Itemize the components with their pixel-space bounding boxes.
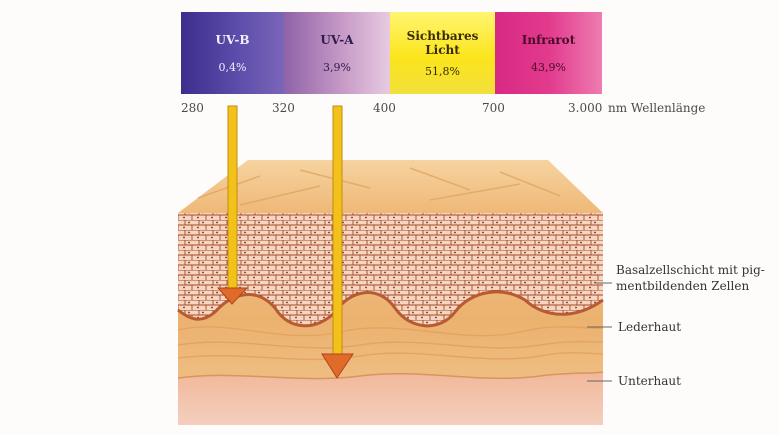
basal-layer-label-line1: Basalzellschicht mit pig-	[616, 262, 765, 278]
subcutis-layer	[178, 372, 603, 425]
dermis-label: Lederhaut	[618, 319, 681, 335]
basal-layer-label: Basalzellschicht mit pig- mentbildenden …	[616, 262, 765, 294]
basal-layer-label-line2: mentbildenden Zellen	[616, 278, 765, 294]
subcutis-label: Unterhaut	[618, 373, 681, 389]
